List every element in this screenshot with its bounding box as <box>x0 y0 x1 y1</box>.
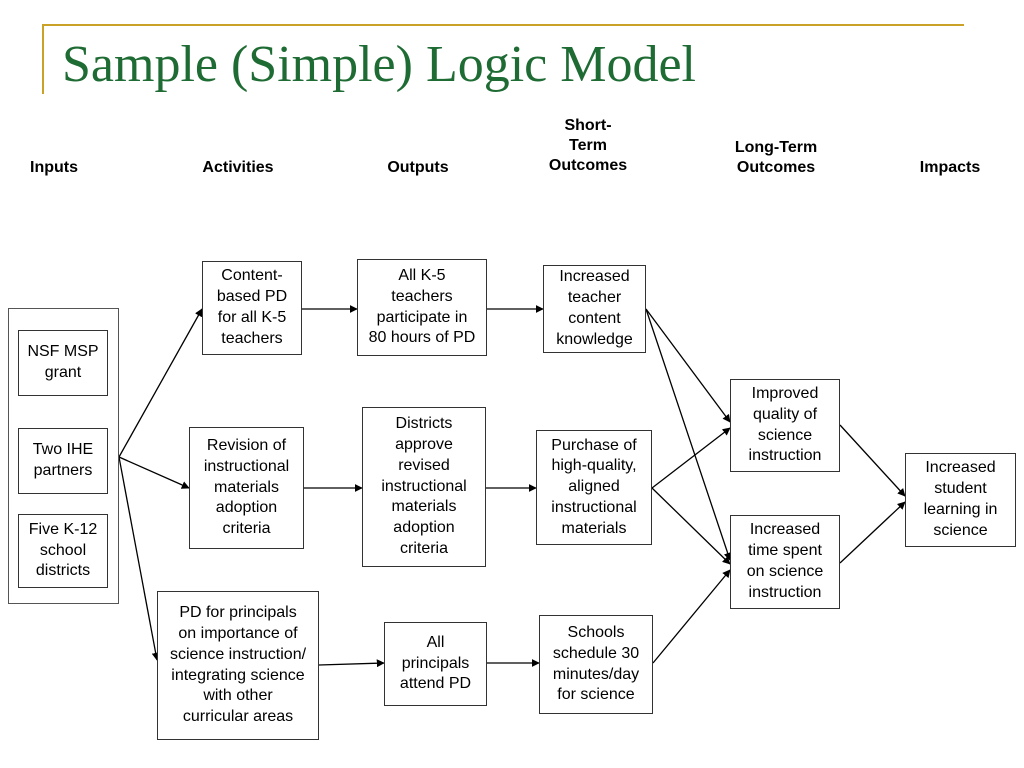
arrow-inputs-to-content-pd <box>118 308 203 458</box>
output-teachers-participate: All K-5 teachers participate in 80 hours… <box>357 259 487 356</box>
page-title: Sample (Simple) Logic Model <box>62 36 697 93</box>
arrow-schedule-to-time <box>652 569 731 664</box>
short-term-teacher-knowledge: Increased teacher content knowledge <box>543 265 646 353</box>
column-header-activities: Activities <box>202 159 274 176</box>
output-principals-attend: All principals attend PD <box>384 622 487 706</box>
arrow-time-to-learning <box>839 501 906 564</box>
column-header-inputs: Inputs <box>30 159 78 176</box>
short-term-purchase-materials: Purchase of high-quality, aligned instru… <box>536 430 652 545</box>
short-term-schedule-science: Schools schedule 30 minutes/day for scie… <box>539 615 653 714</box>
impact-student-learning: Increased student learning in science <box>905 453 1016 547</box>
arrow-inputs-to-revision <box>118 456 190 489</box>
arrow-knowledge-to-time <box>645 308 732 561</box>
column-header-long-term-outcomes: Long-Term Outcomes <box>734 139 818 176</box>
column-header-short-term-outcomes: Short- Term Outcomes <box>548 117 628 174</box>
input-ihe-partners: Two IHE partners <box>18 428 108 494</box>
arrow-principal-pd-to-principals-attend <box>318 659 385 668</box>
activity-principal-pd: PD for principals on importance of scien… <box>157 591 319 740</box>
input-school-districts: Five K-12 school districts <box>18 514 108 588</box>
arrow-purchase-to-time <box>651 487 731 565</box>
arrow-inputs-to-principal-pd <box>118 456 160 661</box>
arrow-purchase-to-quality <box>651 427 731 489</box>
activity-revision-criteria: Revision of instructional materials adop… <box>189 427 304 549</box>
long-term-time-on-science: Increased time spent on science instruct… <box>730 515 840 609</box>
input-nsf-msp-grant: NSF MSP grant <box>18 330 108 396</box>
title-rule-horizontal <box>42 24 964 26</box>
column-header-impacts: Impacts <box>919 159 981 176</box>
long-term-quality-instruction: Improved quality of science instruction <box>730 379 840 472</box>
column-header-outputs: Outputs <box>387 159 449 176</box>
title-rule-vertical <box>42 24 44 94</box>
activity-content-pd: Content- based PD for all K-5 teachers <box>202 261 302 355</box>
arrow-knowledge-to-quality <box>645 308 731 423</box>
inputs-group <box>8 308 119 604</box>
arrow-quality-to-learning <box>839 424 906 497</box>
output-districts-approve: Districts approve revised instructional … <box>362 407 486 567</box>
